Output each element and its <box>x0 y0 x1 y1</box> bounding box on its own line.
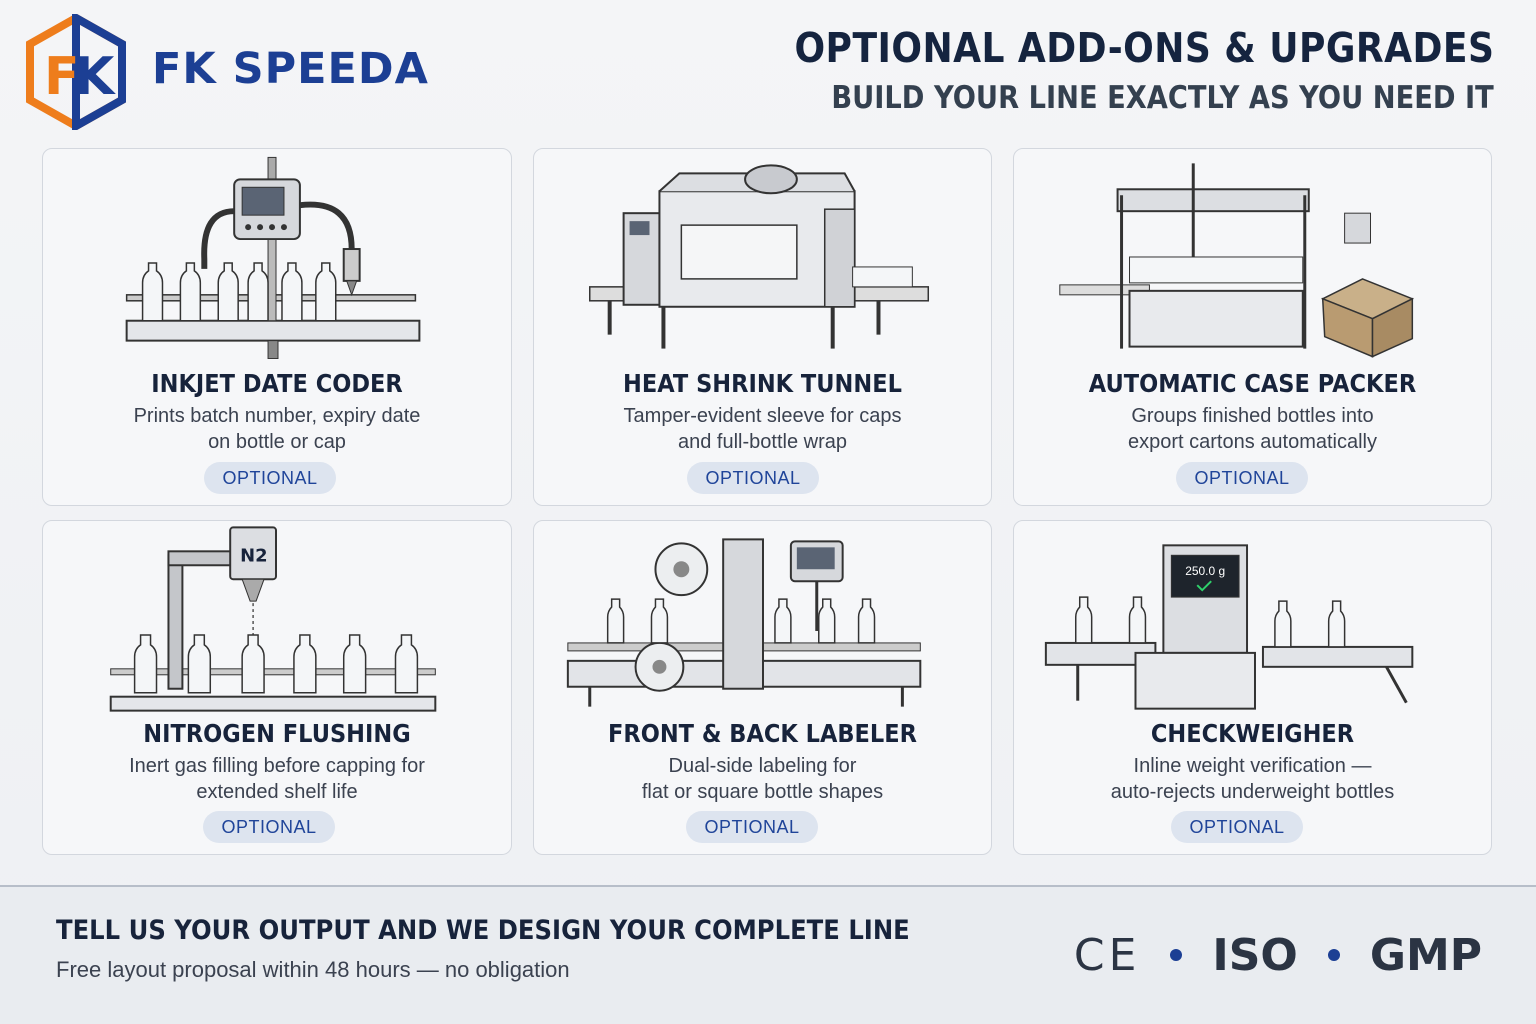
footer-cta-subtitle: Free layout proposal within 48 hours — n… <box>56 957 570 982</box>
fk-logo-icon: F K <box>26 14 126 130</box>
nitrogen-doser-illustration: N2 <box>109 526 437 712</box>
card-title: NITROGEN FLUSHING <box>143 719 411 748</box>
card-description-line: Inert gas filling before capping for <box>129 755 425 777</box>
gmp-mark: GMP <box>1369 929 1482 981</box>
svg-text:F: F <box>44 47 80 107</box>
card-title: CHECKWEIGHER <box>1150 719 1355 748</box>
page-title: OPTIONAL ADD-ONS & UPGRADES <box>794 24 1494 72</box>
optional-badge: OPTIONAL <box>1176 462 1308 494</box>
case-packer-illustration <box>1059 163 1415 358</box>
addon-card-case-packer: AUTOMATIC CASE PACKER Groups finished bo… <box>1013 148 1492 506</box>
separator-dot-icon <box>1170 949 1183 961</box>
addon-card-nitrogen: N2 NITROGEN FLUSHING Inert gas filling b… <box>42 520 512 855</box>
footer: TELL US YOUR OUTPUT AND WE DESIGN YOUR C… <box>0 885 1536 1024</box>
optional-badge: OPTIONAL <box>686 811 818 843</box>
addon-card-inkjet: INKJET DATE CODER Prints batch number, e… <box>42 148 512 506</box>
checkweigher-illustration: 250.0 g <box>1044 544 1414 710</box>
card-description-line: export cartons automatically <box>1127 431 1377 453</box>
card-description-line: Dual-side labeling for <box>668 755 857 777</box>
card-description-line: Prints batch number, expiry date <box>133 405 421 427</box>
optional-badge: OPTIONAL <box>204 462 336 494</box>
footer-cta: TELL US YOUR OUTPUT AND WE DESIGN YOUR C… <box>56 915 910 946</box>
card-title: FRONT & BACK LABELER <box>608 719 917 748</box>
addon-card-checkweigher: 250.0 g CHECKWEIGHER Inline weight verif… <box>1013 520 1492 855</box>
optional-badge: OPTIONAL <box>203 811 335 843</box>
card-description-line: and full-bottle wrap <box>678 431 847 453</box>
card-description-line: auto-rejects underweight bottles <box>1110 781 1395 803</box>
inkjet-coder-illustration <box>125 156 421 359</box>
weight-readout: 250.0 g <box>1185 564 1225 578</box>
brand-name: FK SPEEDA <box>152 44 429 94</box>
addon-card-heat-shrink: HEAT SHRINK TUNNEL Tamper-evident sleeve… <box>533 148 992 506</box>
ce-mark: CE <box>1073 929 1141 981</box>
card-description-line: Groups finished bottles into <box>1131 405 1374 427</box>
optional-badge: OPTIONAL <box>1171 811 1303 843</box>
header: F K FK SPEEDA OPTIONAL ADD-ONS & UPGRADE… <box>0 0 1536 140</box>
card-description-line: extended shelf life <box>196 781 358 803</box>
card-description-line: Inline weight verification — <box>1133 755 1372 777</box>
card-description-line: flat or square bottle shapes <box>641 781 884 803</box>
separator-dot-icon <box>1327 949 1340 961</box>
n2-tank-label: N2 <box>240 545 267 566</box>
card-description-line: Tamper-evident sleeve for caps <box>623 405 902 427</box>
card-title: HEAT SHRINK TUNNEL <box>623 369 902 398</box>
optional-badge: OPTIONAL <box>687 462 819 494</box>
certifications: CE ISO GMP <box>1074 927 1482 983</box>
page-subtitle: BUILD YOUR LINE EXACTLY AS YOU NEED IT <box>831 80 1494 116</box>
card-description-line: on bottle or cap <box>208 431 346 453</box>
labeler-illustration <box>566 538 922 707</box>
svg-text:K: K <box>74 47 116 107</box>
shrink-tunnel-illustration <box>589 164 930 349</box>
iso-mark: ISO <box>1212 929 1298 981</box>
card-title: INKJET DATE CODER <box>151 369 403 398</box>
card-title: AUTOMATIC CASE PACKER <box>1088 369 1417 398</box>
addon-card-labeler: FRONT & BACK LABELER Dual-side labeling … <box>533 520 992 855</box>
